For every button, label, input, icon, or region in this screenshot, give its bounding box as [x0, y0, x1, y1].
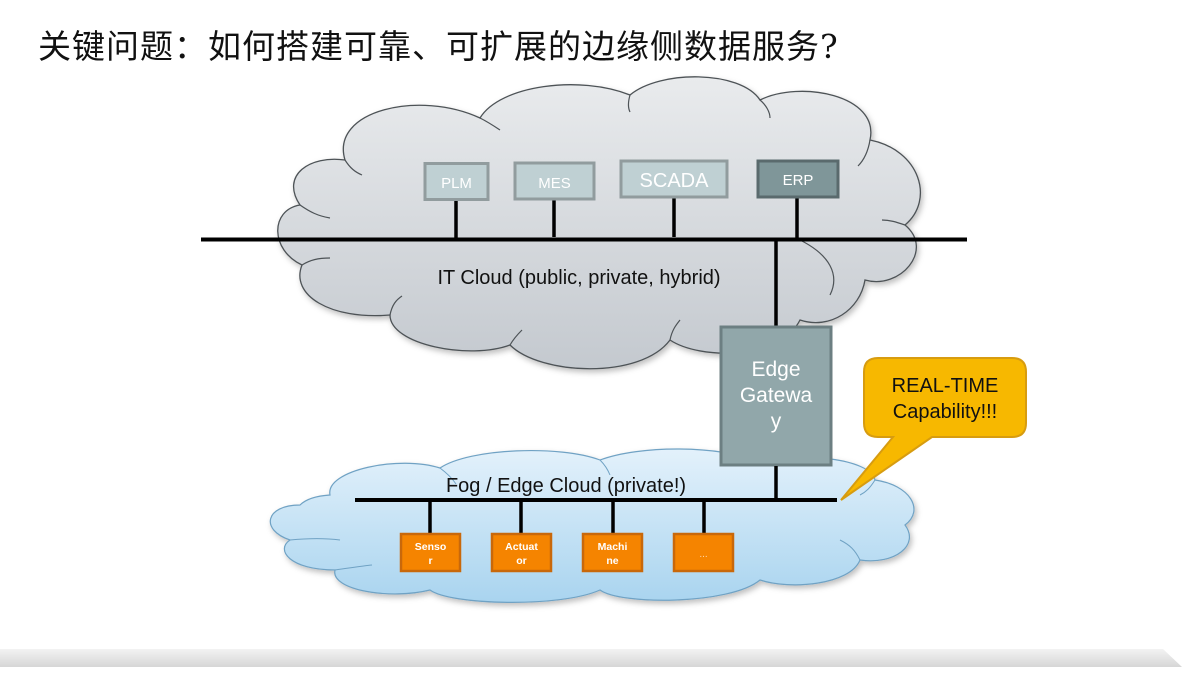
fog-cloud [269, 448, 915, 603]
device-box-machine[interactable]: Machi ne [581, 532, 644, 573]
gateway-label-line-2: Gatewa [740, 384, 813, 407]
gateway-label-line-1: Edge [751, 358, 800, 381]
slide-title: 关键问题：如何搭建可靠、可扩展的边缘侧数据服务? [38, 27, 839, 66]
it-cloud [277, 76, 922, 370]
system-box-scada[interactable]: SCADA [619, 159, 729, 199]
device-label-line-1: Machi [598, 541, 628, 553]
it-cloud-shape [277, 76, 922, 370]
device-label-line-2: ne [606, 555, 618, 567]
callout-line-2: Capability!!! [893, 401, 998, 423]
fog-cloud-label: Fog / Edge Cloud (private!) [446, 475, 686, 497]
fog-cloud-shape [269, 448, 915, 603]
callout-bubble [840, 357, 1027, 501]
gateway-label-line-3: y [771, 410, 782, 433]
system-box-plm[interactable]: PLM [423, 162, 490, 201]
it-cloud-label: IT Cloud (public, private, hybrid) [437, 267, 720, 289]
system-label: SCADA [640, 170, 710, 192]
system-box-erp[interactable]: ERP [756, 159, 840, 199]
device-box-sensor[interactable]: Senso r [399, 532, 462, 573]
system-label: PLM [441, 175, 472, 192]
footer-band [0, 649, 1182, 667]
system-label: MES [538, 175, 571, 192]
edge-gateway-box[interactable]: Edge Gatewa y [719, 325, 833, 467]
device-box-more[interactable]: ... [672, 532, 735, 573]
callout-line-1: REAL-TIME [892, 375, 999, 397]
system-box-mes[interactable]: MES [513, 161, 596, 201]
device-label-line-2: or [516, 555, 527, 567]
device-box-actuator[interactable]: Actuat or [490, 532, 553, 573]
device-label-line-1: Actuat [505, 541, 538, 553]
device-label-line-1: ... [699, 549, 707, 560]
system-label: ERP [783, 172, 814, 189]
realtime-callout: REAL-TIME Capability!!! [840, 357, 1027, 501]
device-label-line-1: Senso [415, 541, 447, 553]
device-label-line-2: r [428, 555, 432, 567]
